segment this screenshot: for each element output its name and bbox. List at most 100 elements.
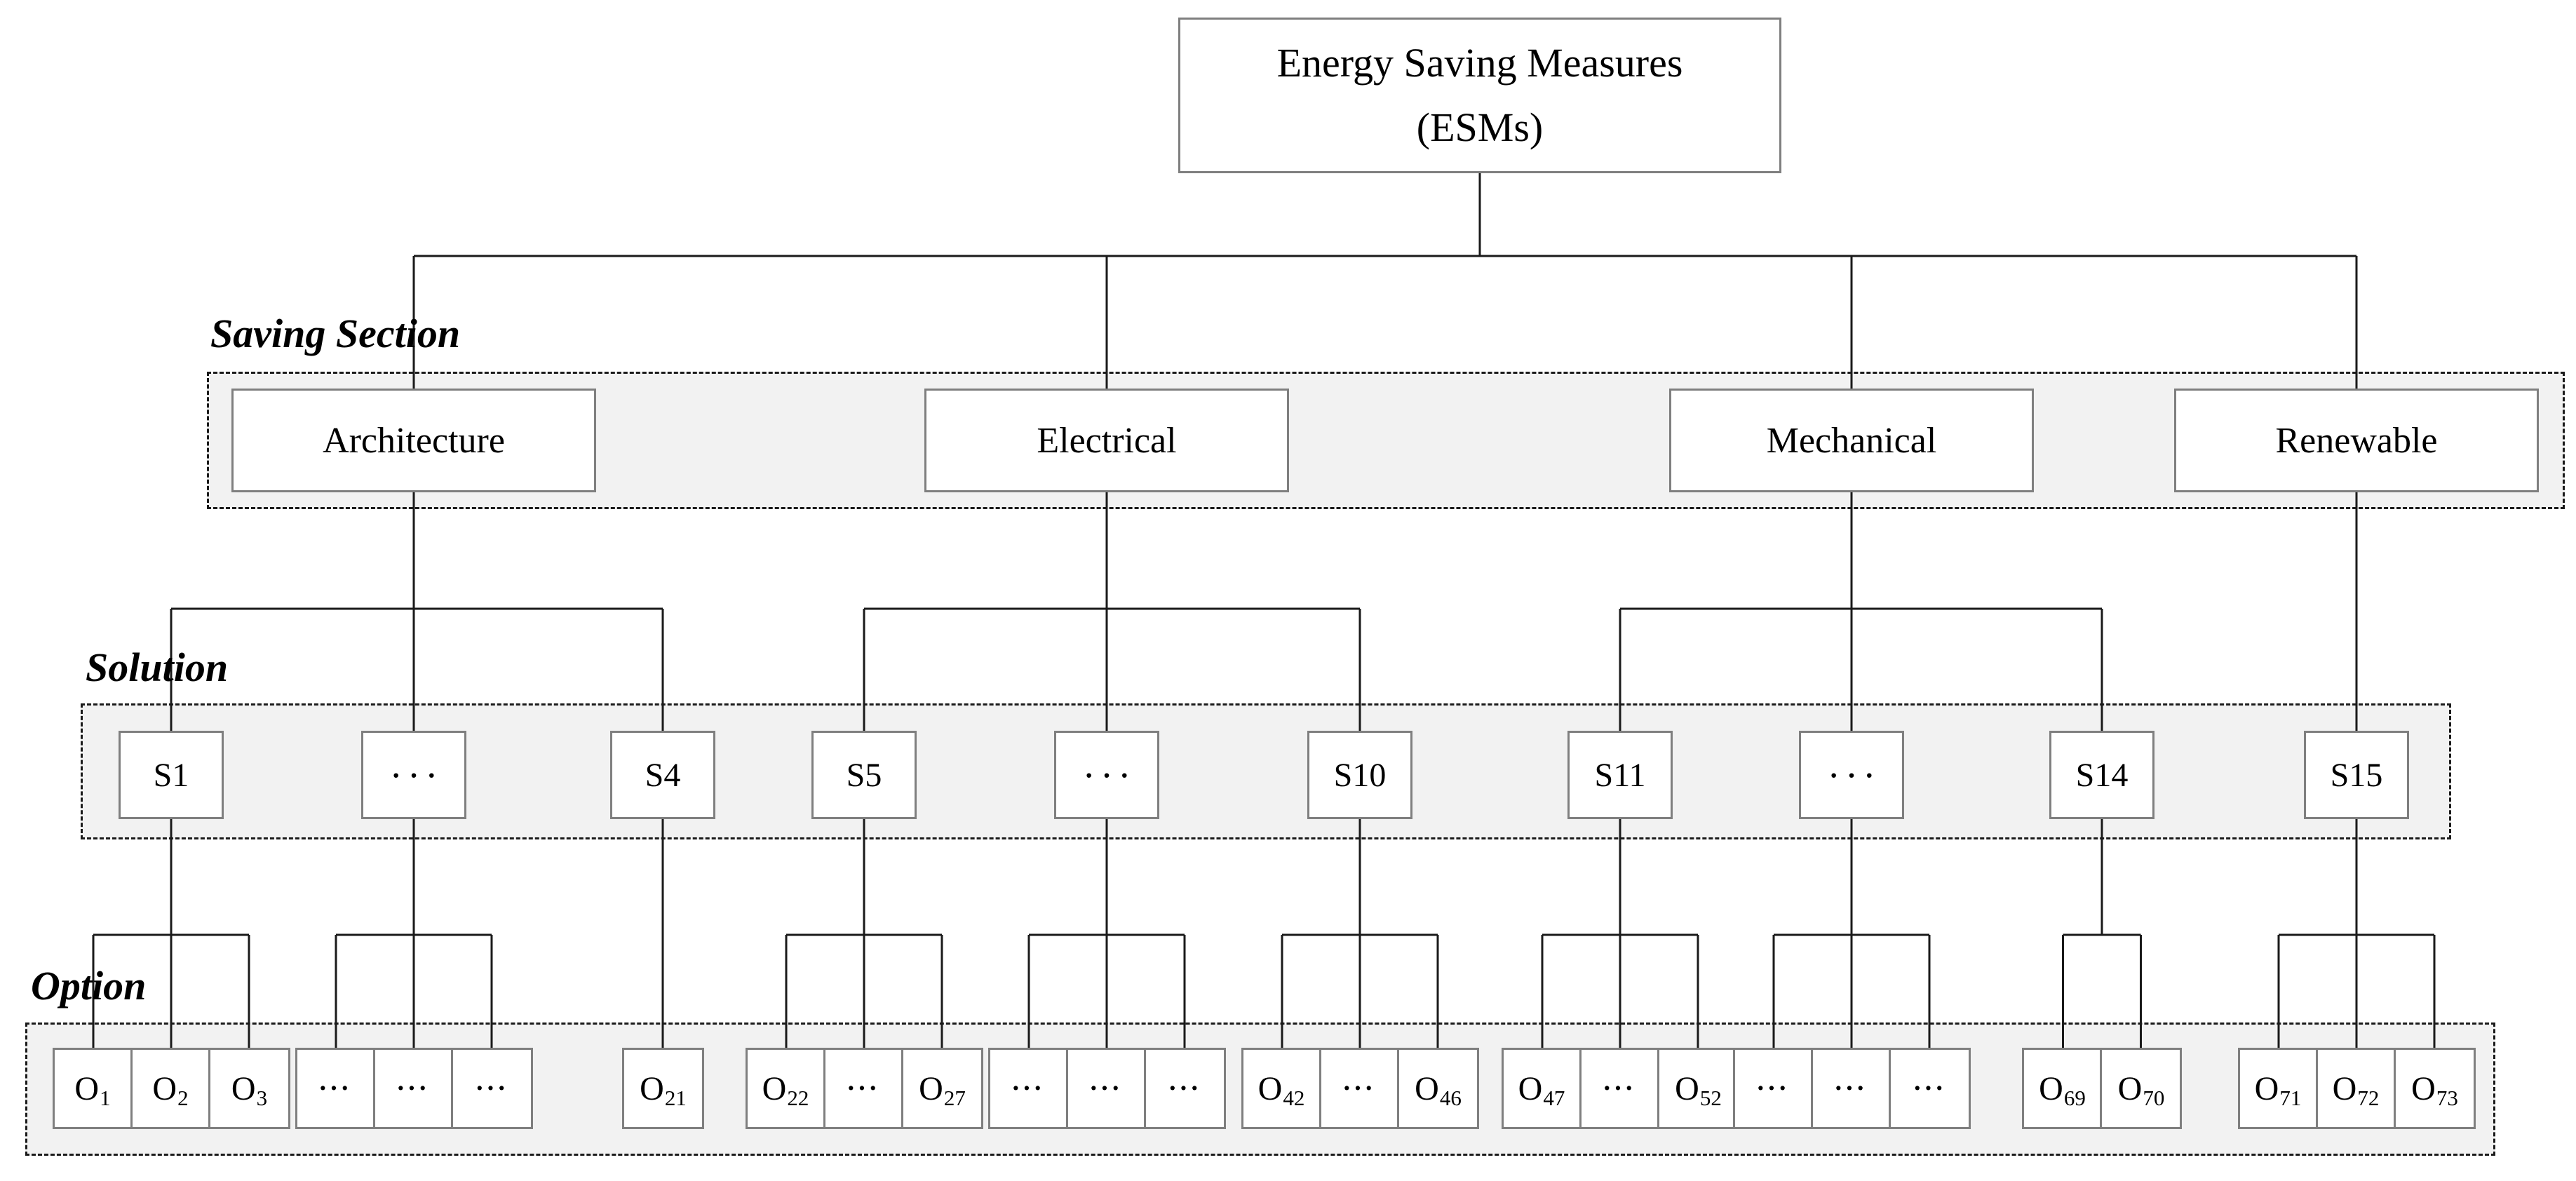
ellipsis-text: ···	[1833, 1074, 1868, 1103]
option-cell-ellipsis: ···	[1321, 1050, 1399, 1127]
root-box-title-line1: Energy Saving Measures	[1276, 40, 1683, 86]
solution-label: S1	[153, 756, 189, 794]
ellipsis-text: ···	[1755, 1074, 1790, 1103]
section-box-renewable: Renewable	[2174, 389, 2539, 492]
option-level-label: Option	[31, 963, 147, 1008]
solution-level-label: Solution	[86, 645, 229, 690]
option-cell-ellipsis: ···	[1734, 1050, 1813, 1127]
section-label: Electrical	[1037, 420, 1177, 461]
option-label-base: O	[2411, 1069, 2436, 1107]
solution-box-s10: S10	[1307, 731, 1412, 819]
solution-box-s11: S11	[1567, 731, 1673, 819]
option-label-base: O	[74, 1069, 100, 1107]
section-label: Renewable	[2275, 420, 2438, 461]
solution-box-s15: S15	[2304, 731, 2409, 819]
solution-label: S5	[846, 756, 882, 794]
option-group: ··· ··· ···	[295, 1048, 533, 1129]
option-label-base: O	[1415, 1069, 1439, 1107]
option-cell-ellipsis: ···	[1145, 1050, 1224, 1127]
option-label-base: O	[2254, 1069, 2279, 1107]
ellipsis-text: ···	[1828, 759, 1883, 791]
ellipsis-text: ···	[1088, 1074, 1123, 1103]
option-cell-ellipsis: ···	[452, 1050, 531, 1127]
section-box-architecture: Architecture	[231, 389, 596, 492]
ellipsis-text: ···	[1084, 759, 1138, 791]
solution-label: S10	[1333, 756, 1387, 794]
option-group: ··· ··· ···	[987, 1048, 1226, 1129]
ellipsis-text: ···	[1011, 1074, 1045, 1103]
option-cell-ellipsis: ···	[1890, 1050, 1969, 1127]
ellipsis-text: ···	[1168, 1074, 1201, 1103]
section-box-mechanical: Mechanical	[1669, 389, 2034, 492]
option-cell-ellipsis: ···	[297, 1050, 375, 1127]
solution-box-s4: S4	[610, 731, 715, 819]
root-box-title-line2: (ESMs)	[1416, 104, 1544, 150]
ellipsis-text: ···	[318, 1074, 352, 1103]
solution-box-ellipsis: ···	[1054, 731, 1159, 819]
solution-label: S15	[2330, 756, 2383, 794]
ellipsis-text: ···	[475, 1074, 508, 1103]
solution-label: S11	[1594, 756, 1646, 794]
option-cell-ellipsis: ···	[1067, 1050, 1146, 1127]
saving-section-level-label: Saving Section	[210, 311, 461, 356]
option-cell-ellipsis: ···	[1581, 1050, 1659, 1127]
solution-box-ellipsis: ···	[1799, 731, 1904, 819]
option-label-base: O	[2332, 1069, 2357, 1107]
option-cell-ellipsis: ···	[375, 1050, 453, 1127]
solution-label: S4	[645, 756, 681, 794]
option-label-base: O	[1675, 1069, 1699, 1107]
ellipsis-text: ···	[1913, 1074, 1946, 1103]
option-label-base: O	[152, 1069, 177, 1107]
option-label-base: O	[2039, 1069, 2063, 1107]
ellipsis-text: ···	[1342, 1074, 1376, 1103]
root-box-esms: Energy Saving Measures (ESMs)	[1178, 18, 1781, 173]
ellipsis-text: ···	[396, 1074, 430, 1103]
saving-section-band	[207, 372, 2565, 509]
ellipsis-text: ···	[1602, 1074, 1636, 1103]
ellipsis-text: ···	[846, 1074, 880, 1103]
ellipsis-text: ···	[391, 759, 445, 791]
solution-box-s14: S14	[2049, 731, 2154, 819]
option-label-base: O	[762, 1069, 787, 1107]
option-label-base: O	[919, 1069, 943, 1107]
option-label-base: O	[231, 1069, 256, 1107]
option-group: ··· ··· ···	[1732, 1048, 1971, 1129]
solution-box-s1: S1	[119, 731, 224, 819]
option-label-base: O	[1518, 1069, 1543, 1107]
solution-box-s5: S5	[811, 731, 917, 819]
solution-box-ellipsis: ···	[361, 731, 466, 819]
option-label-base: O	[1257, 1069, 1283, 1107]
option-cell-ellipsis: ···	[990, 1050, 1068, 1127]
section-label: Architecture	[323, 420, 505, 461]
option-cell-ellipsis: ···	[825, 1050, 903, 1127]
section-box-electrical: Electrical	[924, 389, 1289, 492]
solution-label: S14	[2075, 756, 2129, 794]
option-cell-ellipsis: ···	[1812, 1050, 1891, 1127]
option-label-base: O	[640, 1069, 664, 1107]
